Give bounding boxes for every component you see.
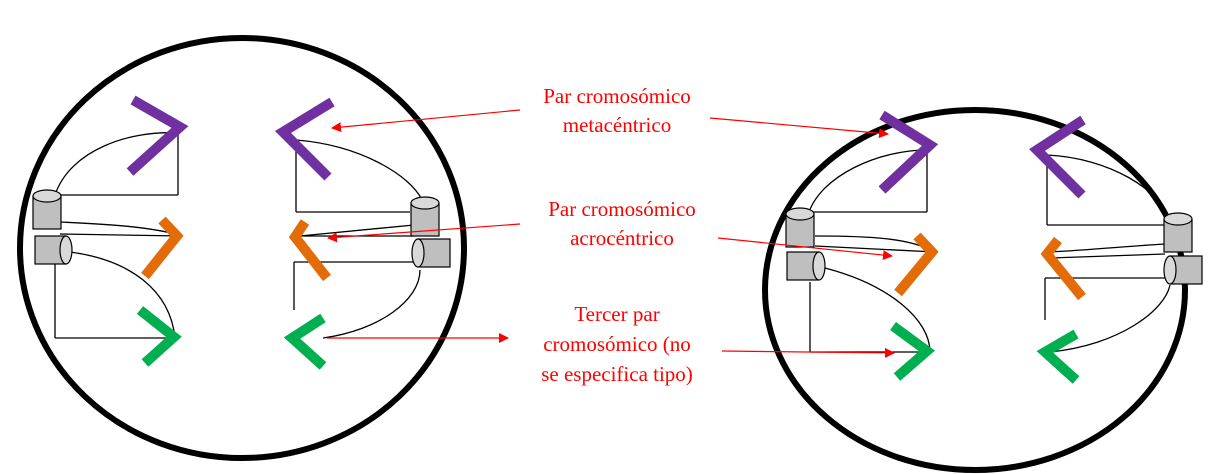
pointer-arrows: [327, 109, 895, 358]
label-third-pair-line1: Tercer par: [574, 302, 659, 326]
label-third-pair-line2: cromosómico (no: [543, 332, 691, 356]
arrow-acrocentric-to-right-cell: [717, 237, 893, 261]
label-third-pair: Tercer par cromosómico (no se especifica…: [541, 302, 693, 386]
label-third-pair-line3: se especifica tipo): [541, 362, 693, 386]
right-cell-third-pair-right: [1036, 329, 1080, 384]
right-cell-centriole-right-b: [1163, 255, 1203, 285]
left-spindle-right-pole: [293, 139, 423, 339]
arrow-third-to-right-cell: [721, 347, 895, 358]
right-cell-acrocentric-right: [1040, 236, 1086, 301]
label-metacentric-line1: Par cromosómico: [543, 84, 691, 108]
left-cell-third-pair-right: [283, 313, 327, 370]
right-cell-metacentric-left: [878, 110, 939, 194]
left-cell-metacentric-right: [274, 97, 335, 181]
label-metacentric-line2: metacéntrico: [563, 113, 671, 137]
left-cell-third-pair-left: [136, 306, 182, 367]
label-metacentric: Par cromosómico metacéntrico: [543, 84, 691, 137]
label-acrocentric-line1: Par cromosómico: [548, 197, 696, 221]
left-cell-acrocentric-right: [288, 219, 331, 282]
right-spindle-left-pole: [807, 149, 936, 353]
left-cell-centriole-left-a: [32, 189, 62, 230]
right-cell-metacentric-right: [1029, 115, 1086, 199]
left-cell-centriole-left-b: [34, 235, 73, 265]
right-cell: [762, 107, 1203, 473]
right-spindle-right-pole: [1044, 154, 1171, 353]
arrow-metacentric-to-left-cell: [331, 109, 521, 133]
left-cell: [17, 35, 467, 461]
left-spindle-left-pole: [54, 132, 183, 339]
label-acrocentric-line2: acrocéntrico: [570, 226, 674, 250]
label-acrocentric: Par cromosómico acrocéntrico: [548, 197, 696, 250]
right-cell-centriole-right-a: [1163, 212, 1193, 253]
right-cell-membrane: [762, 107, 1188, 473]
arrow-metacentric-to-right-cell: [709, 117, 889, 139]
left-cell-centriole-right-b: [411, 238, 451, 268]
left-cell-metacentric-left: [126, 95, 189, 176]
right-cell-third-pair-left: [890, 321, 936, 381]
arrow-acrocentric-to-left-cell: [327, 223, 521, 243]
left-cell-membrane: [17, 35, 467, 461]
right-cell-centriole-left-a: [785, 207, 815, 248]
left-cell-acrocentric-left: [141, 216, 184, 280]
right-cell-acrocentric-left: [894, 232, 939, 297]
right-cell-centriole-left-b: [786, 251, 826, 281]
